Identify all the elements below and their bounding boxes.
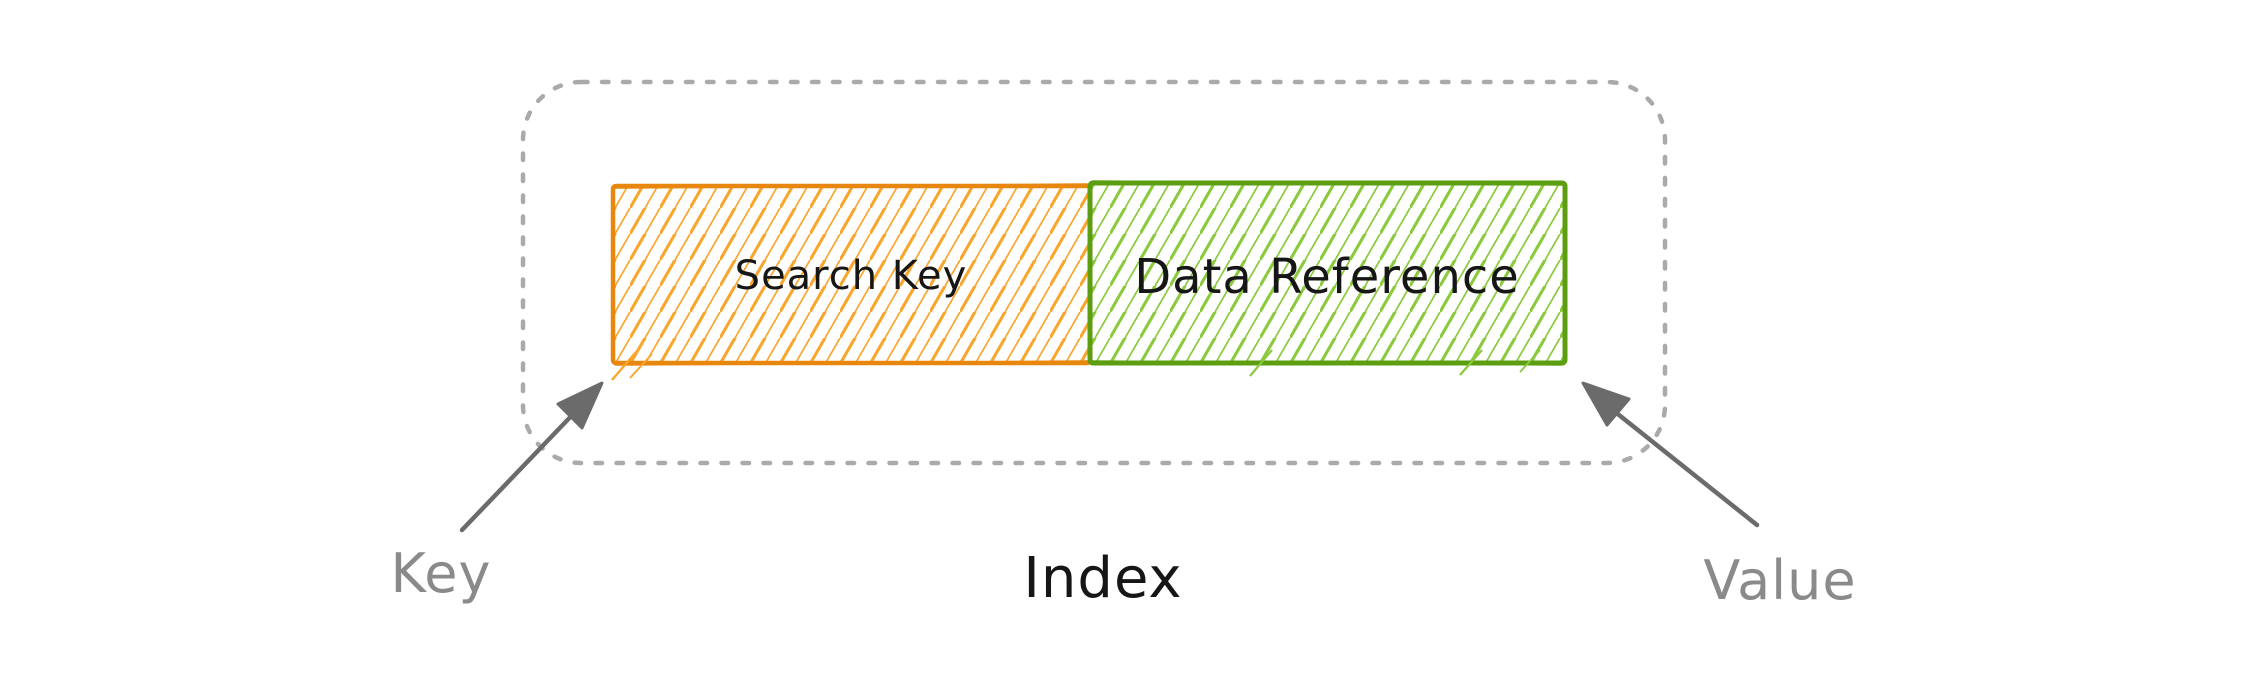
search-key-hatch-overshoot <box>611 351 637 381</box>
data-reference-hatch-overshoot <box>1459 349 1483 376</box>
key-arrow-head <box>556 381 604 430</box>
key-annotation: Key <box>391 381 604 605</box>
data-reference-border-sketch-echo <box>1088 180 1567 366</box>
key-label: Key <box>391 542 492 605</box>
data-reference-hatch-fill <box>1090 183 1565 363</box>
search-key-cell: Search Key <box>610 183 1093 381</box>
data-reference-hatch-overshoot <box>1519 349 1541 373</box>
value-label: Value <box>1703 549 1856 612</box>
value-annotation: Value <box>1581 381 1856 612</box>
search-key-label: Search Key <box>735 253 968 299</box>
value-arrow-shaft <box>1611 408 1760 528</box>
search-key-hatch-fill <box>613 186 1090 363</box>
data-reference-label: Data Reference <box>1134 249 1520 305</box>
data-reference-hatch-overshoot <box>1249 349 1273 377</box>
data-reference-cell: Data Reference <box>1087 180 1568 377</box>
index-label: Index <box>1023 546 1182 611</box>
key-arrow-shaft <box>459 406 581 533</box>
search-key-hatch-overshoot <box>629 353 653 379</box>
value-arrow-head <box>1581 381 1631 427</box>
